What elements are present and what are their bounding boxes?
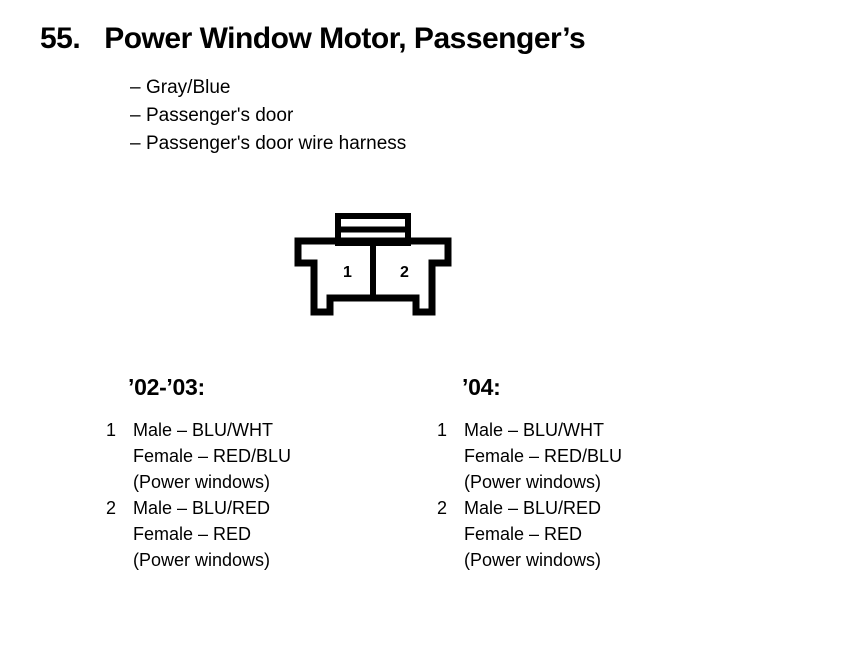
description-bullet-list: – Gray/Blue – Passenger's door – Passeng… — [130, 74, 730, 158]
pin-detail-line: Female – RED — [133, 524, 252, 544]
list-item-label: Gray/Blue — [146, 77, 231, 98]
pin-label-2: 2 — [400, 264, 409, 281]
connector-diagram: 1 2 — [292, 210, 468, 330]
pin-detail-lines: Male – BLU/RED Female – RED (Power windo… — [464, 495, 601, 573]
pin-detail-line: Male – BLU/WHT — [133, 420, 274, 440]
pin-detail-line: (Power windows) — [133, 472, 271, 492]
pin-detail-line: Female – RED/BLU — [133, 446, 292, 466]
page-title: Power Window Motor, Passenger’s — [104, 22, 586, 55]
dash-icon: – — [130, 133, 141, 154]
pin-table-heading: ’04: — [462, 374, 501, 400]
dash-icon: – — [130, 77, 141, 98]
pin-entry: 1 Male – BLU/WHT Female – RED/BLU (Power… — [106, 417, 291, 495]
pin-detail-line: Male – BLU/RED — [464, 498, 602, 518]
pin-detail-line: Female – RED/BLU — [464, 446, 623, 466]
list-item: – Gray/Blue — [130, 74, 730, 102]
pin-detail-line: Male – BLU/RED — [133, 498, 271, 518]
item-number: 55. — [40, 22, 81, 55]
dash-icon: – — [130, 105, 141, 126]
pin-table-02-03: ’02-’03: 1 Male – BLU/WHT Female – RED/B… — [106, 374, 291, 573]
pin-number: 1 — [437, 420, 448, 440]
pin-number: 2 — [437, 498, 448, 518]
list-item: – Passenger's door wire harness — [130, 130, 730, 158]
pin-entry: 2 Male – BLU/RED Female – RED (Power win… — [437, 495, 622, 573]
pin-table-heading: ’02-’03: — [128, 374, 205, 400]
pin-detail-lines: Male – BLU/RED Female – RED (Power windo… — [133, 495, 270, 573]
pin-detail-lines: Male – BLU/WHT Female – RED/BLU (Power w… — [464, 417, 622, 495]
pin-entry: 2 Male – BLU/RED Female – RED (Power win… — [106, 495, 291, 573]
list-item-label: Passenger's door — [146, 105, 294, 126]
connector-outline-icon — [294, 213, 452, 316]
pin-number: 1 — [106, 420, 117, 440]
pin-number: 2 — [106, 498, 117, 518]
pin-detail-line: (Power windows) — [464, 550, 602, 570]
pin-detail-line: Male – BLU/WHT — [464, 420, 605, 440]
list-item-label: Passenger's door wire harness — [146, 133, 407, 154]
page-header: 55. Power Window Motor, Passenger’s — [40, 22, 840, 56]
pin-detail-lines: Male – BLU/WHT Female – RED/BLU (Power w… — [133, 417, 291, 495]
pin-table-04: ’04: 1 Male – BLU/WHT Female – RED/BLU (… — [437, 374, 622, 573]
pin-entry: 1 Male – BLU/WHT Female – RED/BLU (Power… — [437, 417, 622, 495]
list-item: – Passenger's door — [130, 102, 730, 130]
pin-detail-line: (Power windows) — [133, 550, 271, 570]
pin-detail-line: Female – RED — [464, 524, 583, 544]
pin-detail-line: (Power windows) — [464, 472, 602, 492]
pin-label-1: 1 — [343, 264, 352, 281]
